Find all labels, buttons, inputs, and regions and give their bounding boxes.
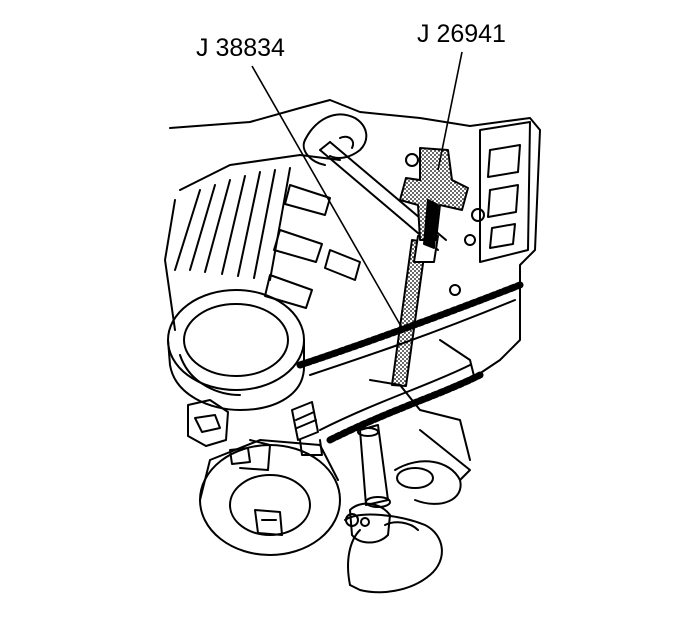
callout-j38834: J 38834	[196, 34, 285, 62]
leader-j38834	[251, 65, 403, 329]
threaded-rod	[391, 235, 439, 387]
bolt	[291, 401, 323, 456]
engine-block	[164, 99, 541, 381]
holding-tool	[399, 147, 469, 249]
lower-hand	[344, 513, 443, 594]
callout-j26941: J 26941	[417, 20, 506, 48]
brackets	[239, 339, 476, 471]
leader-lines	[251, 51, 463, 329]
leader-j26941	[437, 51, 463, 171]
wiring-harness	[296, 281, 524, 444]
crankshaft-pulley	[167, 289, 341, 556]
lower-tool	[349, 424, 471, 544]
upper-hand	[302, 113, 368, 166]
